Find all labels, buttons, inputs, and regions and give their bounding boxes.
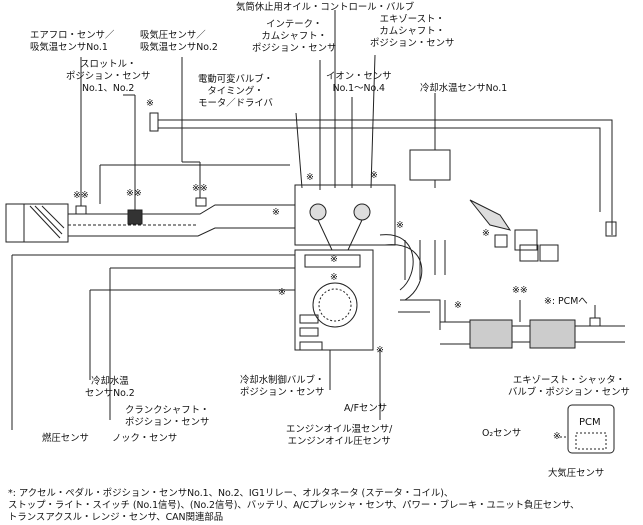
- asterisk-marker-block-2: ※: [330, 272, 338, 283]
- pcm-box: [567, 404, 615, 454]
- fuel-pressure-label: 燃圧センサ: [42, 433, 89, 444]
- exhaust-shutter-sensor-label-line2: バルブ・ポジション・センサ: [508, 387, 630, 398]
- pcm-legend-label: ※: PCMへ: [544, 296, 588, 307]
- exhaust-shutter-sensor-label-line1: エキゾースト・シャッタ・: [512, 375, 625, 386]
- asterisk-marker-map: ※※: [192, 183, 208, 194]
- throttle-sensor-label-line3: No.1、No.2: [81, 83, 135, 94]
- asterisk-marker-o2: ※※: [512, 285, 528, 296]
- map-sensor-label-line1: 吸気圧センサ／: [140, 30, 206, 41]
- throttle-sensor-label: スロットル・ ポジション・センサ No.1、No.2: [66, 59, 150, 95]
- coolant-temp-1-label: 冷却水温センサNo.1: [420, 83, 508, 94]
- footnote-line-1: *: アクセル・ペダル・ポジション・センサNo.1、No.2、IG1リレー、オル…: [8, 488, 454, 499]
- asterisk-marker-vvt: ※: [272, 207, 280, 218]
- baro-sensor-label: 大気圧センサ: [548, 468, 605, 479]
- catalyst-1: [469, 319, 513, 349]
- footnote-line-2: ストップ・ライト・スイッチ (No.1信号)、(No.2信号)、バッテリ、A/C…: [8, 500, 580, 511]
- asterisk-marker-throttle: ※※: [126, 188, 142, 199]
- cylinder-head: [294, 184, 396, 246]
- knock-sensor-label: ノック・センサ: [112, 433, 178, 444]
- ion-sensor-label-line1: イオン・センサ: [326, 71, 392, 82]
- intake-duct: [68, 204, 300, 237]
- exhaust-pipe: [440, 321, 470, 345]
- map-sensor-label: 吸気圧センサ／ 吸気温センサNo.2: [140, 30, 218, 54]
- oil-temp-pressure-label-line1: エンジンオイル温センサ/: [286, 424, 393, 435]
- vvt-motor-driver-label-line2: タイミング・: [207, 86, 264, 97]
- pcm-label: PCM: [579, 417, 601, 428]
- coolant-control-valve-label: 冷却水制御バルブ・ ポジション・センサ: [240, 375, 324, 399]
- intake-cam-sensor-label-line3: ポジション・センサ: [252, 43, 337, 54]
- coolant-temp-2-label-line1: 冷却水温: [91, 376, 129, 387]
- asterisk-marker-booster: ※: [482, 228, 490, 239]
- maf-sensor-label: エアフロ・センサ／ 吸気温センサNo.1: [30, 30, 114, 54]
- ion-sensor-label-line2: No.1〜No.4: [332, 83, 386, 94]
- exhaust-manifold: [379, 234, 446, 301]
- maf-sensor: [75, 205, 87, 215]
- exhaust-shutter: [589, 317, 601, 327]
- coolant-temp-2-label: 冷却水温 センサNo.2: [85, 376, 135, 400]
- catalyst-2: [529, 319, 576, 349]
- crankshaft-sensor-label-line1: クランクシャフト・: [125, 405, 210, 416]
- o2-sensor-label: O₂センサ: [482, 428, 522, 439]
- crankshaft-sensor-label-line2: ポジション・センサ: [125, 417, 210, 428]
- vacuum-valve: [149, 112, 159, 132]
- brake-booster: [469, 199, 512, 231]
- vvt-motor-driver-label-line3: モータ／ドライバ: [198, 98, 273, 109]
- footnote-line-3: トランスアクスル・レンジ・センサ、CAN関連部品: [8, 512, 224, 523]
- coolant-reservoir: [409, 149, 451, 181]
- maf-sensor-label-line2: 吸気温センサNo.1: [30, 42, 108, 53]
- map-sensor-label-line2: 吸気温センサNo.2: [140, 42, 218, 53]
- asterisk-marker-vacuum: ※: [146, 98, 154, 109]
- asterisk-marker-af: ※: [454, 300, 462, 311]
- asterisk-marker-block-4: ※: [376, 345, 384, 356]
- exhaust-cam-sensor-label-line3: ポジション・センサ: [370, 38, 455, 49]
- crankshaft-sensor-label: クランクシャフト・ ポジション・センサ: [125, 405, 209, 429]
- oil-temp-pressure-label: エンジンオイル温センサ/ エンジンオイル圧センサ: [286, 424, 392, 448]
- throttle-sensor-label-line2: ポジション・センサ: [66, 71, 151, 82]
- cylinder-deactivation-valve-label: 気筒休止用オイル・コントロール・バルブ: [236, 2, 415, 13]
- exhaust-cam-sensor-label-line2: カムシャフト・: [379, 26, 446, 37]
- oil-temp-pressure-label-line2: エンジンオイル圧センサ: [287, 436, 391, 447]
- throttle-body: [127, 209, 143, 225]
- asterisk-marker-coolant: ※: [396, 220, 404, 231]
- af-sensor-label: A/Fセンサ: [344, 403, 388, 414]
- asterisk-marker-block-3: ※: [278, 287, 286, 298]
- coolant-control-valve-label-line1: 冷却水制御バルブ・: [240, 375, 325, 386]
- throttle-sensor-label-line1: スロットル・: [80, 59, 137, 70]
- crankshaft: [312, 282, 358, 328]
- intake-cam: [309, 203, 327, 221]
- intake-cam-sensor-label-line2: カムシャフト・: [261, 31, 328, 42]
- asterisk-marker-maf: ※※: [73, 190, 89, 201]
- coolant-temp-2-label-line2: センサNo.2: [85, 388, 135, 399]
- harness-top: [99, 164, 290, 204]
- vvt-motor-driver-label-line1: 電動可変バルブ・: [198, 74, 274, 85]
- asterisk-marker-exhaust: ※: [370, 170, 378, 181]
- map-sensor: [195, 197, 207, 207]
- exhaust-cam: [353, 203, 371, 221]
- asterisk-marker-block-1: ※: [330, 254, 338, 265]
- maf-sensor-label-line1: エアフロ・センサ／: [30, 30, 115, 41]
- intake-cam-sensor-label: インテーク・ カムシャフト・ ポジション・センサ: [252, 19, 336, 55]
- asterisk-marker-pcm: ※: [553, 431, 561, 442]
- asterisk-marker-intake: ※: [306, 172, 314, 183]
- vvt-motor-driver-label: 電動可変バルブ・ タイミング・ モータ／ドライバ: [198, 74, 273, 110]
- intake-cam-sensor-label-line1: インテーク・: [266, 19, 323, 30]
- exhaust-cam-sensor-label: エキゾースト・ カムシャフト・ ポジション・センサ: [370, 14, 454, 50]
- coolant-control-valve-label-line2: ポジション・センサ: [240, 387, 325, 398]
- exhaust-shutter-sensor-label: エキゾースト・シャッタ・ バルブ・ポジション・センサ: [508, 375, 630, 399]
- ion-sensor-label: イオン・センサ No.1〜No.4: [326, 71, 392, 95]
- exhaust-cam-sensor-label-line1: エキゾースト・: [379, 14, 445, 25]
